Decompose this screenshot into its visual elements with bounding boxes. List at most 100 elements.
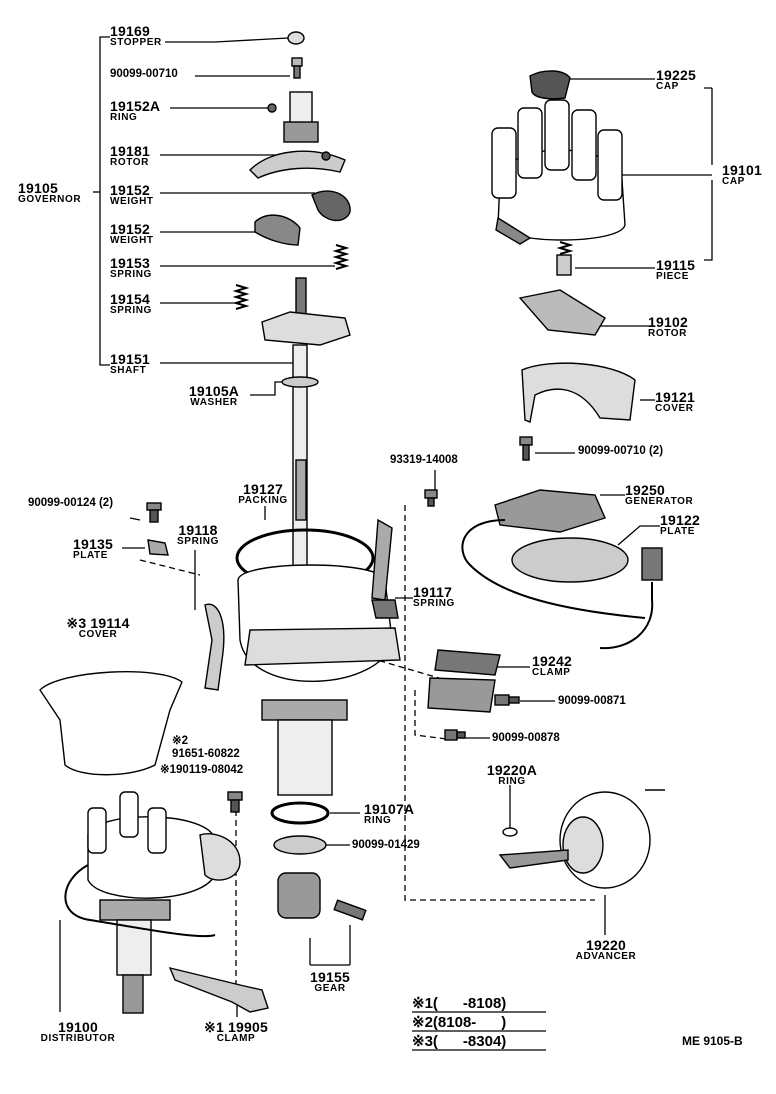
- distributor-clamp-drawing: [168, 966, 269, 1013]
- rotor-drawing: [518, 289, 606, 336]
- part-name: PLATE: [73, 550, 109, 561]
- part-number: 19107A: [364, 801, 415, 817]
- leader-lines: [59, 36, 713, 1017]
- part-number: 19121: [655, 389, 695, 405]
- clamp-drawing: [427, 649, 501, 713]
- label-90099-00710-b: 90099-00710 (2): [578, 445, 664, 457]
- screw-drawing-top: [291, 57, 303, 79]
- note-range: (8108- ): [432, 1014, 507, 1031]
- label-19102: 19102 ROTOR: [648, 315, 688, 339]
- part-name: GENERATOR: [625, 496, 694, 507]
- label-19118: 19118 SPRING: [177, 523, 219, 547]
- part-number: 19127: [243, 481, 283, 497]
- label-19220: 19220 ADVANCER: [576, 938, 637, 962]
- label-19114: ※3 19114 COVER: [66, 616, 129, 640]
- part-name: COVER: [655, 403, 694, 414]
- part-number: 19220: [586, 937, 626, 953]
- part-name: CAP: [722, 176, 745, 187]
- part-number: 19250: [625, 482, 665, 498]
- notes-rules: [412, 1011, 546, 1051]
- part-number: 19154: [110, 291, 150, 307]
- part-name: ADVANCER: [575, 951, 637, 962]
- label-19905: ※1 19905 CLAMP: [204, 1020, 268, 1044]
- ring-drawing: [267, 103, 277, 113]
- screw-drawing-00124: [146, 502, 162, 523]
- part-number: 19155: [310, 969, 350, 985]
- label-190119-08042: ※190119-08042: [160, 764, 244, 776]
- part-number: 19220A: [486, 762, 538, 778]
- part-number: 19100: [58, 1019, 98, 1035]
- note-row-1: ※1( -8108): [412, 996, 506, 1011]
- label-19242: 19242 CLAMP: [532, 654, 572, 678]
- screw-drawing-00871: [494, 694, 520, 706]
- part-name: SPRING: [110, 269, 152, 280]
- part-name: STOPPER: [110, 37, 162, 48]
- part-number: ※3 19114: [66, 615, 130, 631]
- label-19151: 19151 SHAFT: [110, 352, 150, 376]
- part-number: 19151: [110, 351, 150, 367]
- part-number: 19153: [110, 255, 150, 271]
- part-name: GOVERNOR: [18, 194, 82, 205]
- plate-pickup-drawing: [461, 519, 663, 650]
- part-number: 19152: [110, 182, 150, 198]
- stopper-drawing: [287, 31, 305, 45]
- part-number: 19152A: [110, 98, 161, 114]
- part-name: ROTOR: [648, 328, 687, 339]
- note-mark: ※2: [412, 1014, 433, 1031]
- spring-clip-drawing: [204, 603, 225, 691]
- label-19105A: 19105A WASHER: [189, 384, 239, 408]
- part-name: SHAFT: [110, 365, 147, 376]
- part-number: 19242: [532, 653, 572, 669]
- label-19101: 19101 CAP: [722, 163, 762, 187]
- note-range: ( -8304): [432, 1033, 507, 1050]
- ring-drawing-19107A: [270, 801, 330, 825]
- screw-drawing-08042: [227, 791, 243, 813]
- part-name: COVER: [78, 629, 118, 640]
- signal-rotor-cover-drawing: [521, 362, 636, 423]
- label-19105: 19105 GOVERNOR: [18, 181, 81, 205]
- weight-drawing-2: [254, 214, 301, 246]
- label-19154: 19154 SPRING: [110, 292, 152, 316]
- distributor-cap-drawing: [491, 99, 626, 245]
- part-name: CLAMP: [532, 667, 571, 678]
- ring-drawing-19220A: [502, 827, 518, 837]
- part-name: PLATE: [660, 526, 696, 537]
- part-name: ROTOR: [110, 157, 149, 168]
- part-number: 19169: [110, 23, 150, 39]
- gear-drawing: [277, 872, 367, 921]
- label-19152-weight-2: 19152 WEIGHT: [110, 222, 154, 246]
- shaft-drawing: [261, 277, 351, 606]
- screw-drawing-right: [519, 436, 533, 461]
- part-number: 19225: [656, 67, 696, 83]
- part-name: SPRING: [177, 536, 219, 547]
- part-name: WASHER: [190, 397, 238, 408]
- label-93319-14008: 93319-14008: [390, 454, 458, 466]
- part-name: CAP: [656, 81, 679, 92]
- part-number: 19105: [18, 180, 58, 196]
- note-row-2: ※2(8108- ): [412, 1015, 506, 1030]
- part-name: SPRING: [110, 305, 152, 316]
- label-19220A: 19220A RING: [487, 763, 537, 787]
- part-drawings: [39, 31, 665, 1014]
- part-name: SPRING: [413, 598, 455, 609]
- part-number: 19117: [413, 584, 453, 600]
- part-number: 19181: [110, 143, 150, 159]
- label-91651-60822: ※2 91651-60822: [172, 735, 240, 761]
- label-90099-00124: 90099-00124 (2): [28, 497, 114, 509]
- part-number: ※1 19905: [204, 1019, 268, 1035]
- spring-drawing-19117: [371, 599, 399, 619]
- note-mark: ※1: [412, 995, 433, 1012]
- governor-rotor-drawing: [249, 91, 346, 179]
- spring-drawing-2: [232, 284, 250, 310]
- generator-drawing: [494, 489, 606, 533]
- part-number: 19135: [73, 536, 113, 552]
- part-name: RING: [364, 815, 392, 826]
- screw-drawing-00878: [444, 729, 466, 741]
- part-name: PIECE: [656, 271, 690, 282]
- part-number: 19105A: [188, 383, 240, 399]
- label-90099-00878: 90099-00878: [492, 732, 560, 744]
- label-19121: 19121 COVER: [655, 390, 695, 414]
- washer-drawing-01429: [273, 835, 327, 855]
- housing-drawing: [237, 518, 401, 796]
- label-19169: 19169 STOPPER: [110, 24, 162, 48]
